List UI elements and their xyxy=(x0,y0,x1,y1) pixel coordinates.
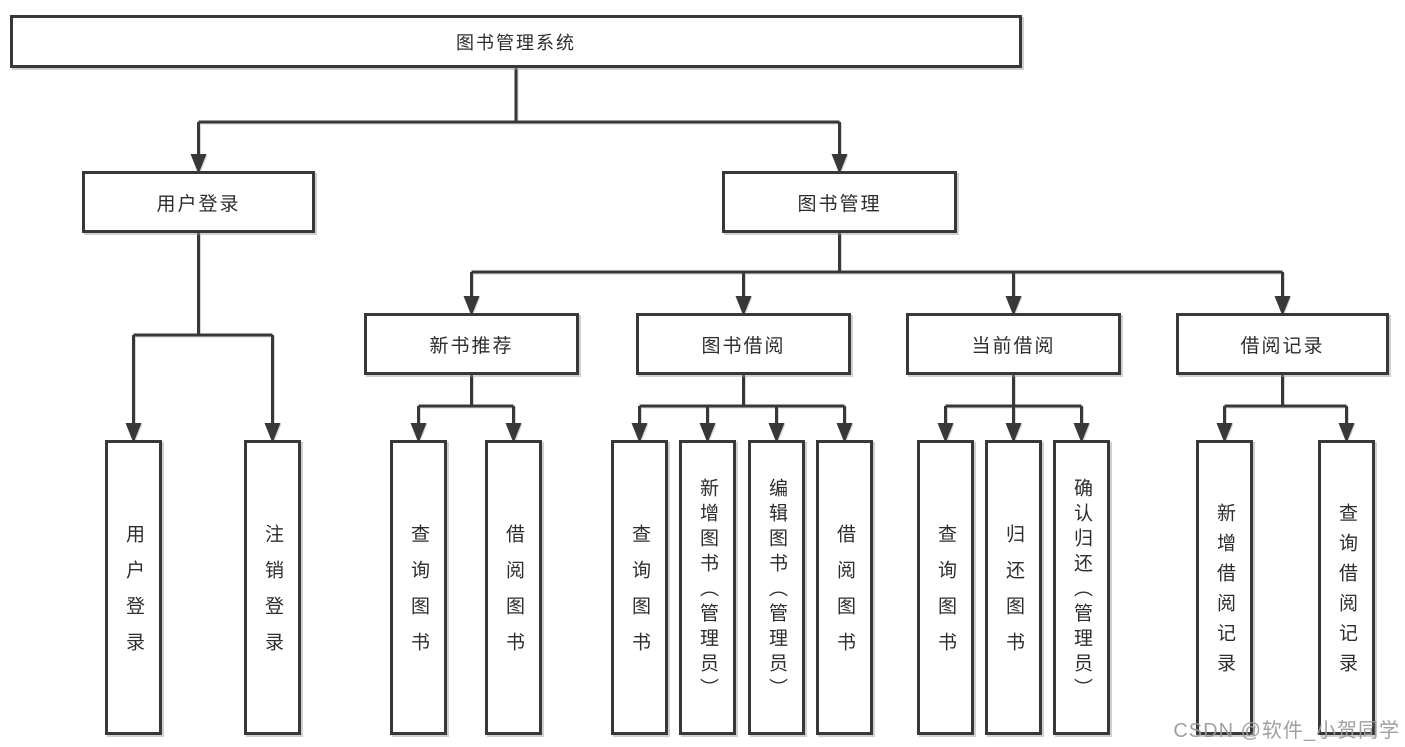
leaf-rec-add-label: 新增借阅记录 xyxy=(1214,503,1235,683)
leaf-cur-return: 归还图书 xyxy=(985,440,1042,735)
node-book-borrow: 图书借阅 xyxy=(636,313,851,375)
leaf-user-login-label: 用户登录 xyxy=(123,524,144,668)
node-current-borrow: 当前借阅 xyxy=(906,313,1121,375)
leaf-cur-confirm-label: 确认归还（管理员） xyxy=(1071,478,1092,703)
node-user-login-label: 用户登录 xyxy=(156,193,241,215)
node-book-mgmt-label: 图书管理 xyxy=(797,193,882,215)
leaf-rec-add: 新增借阅记录 xyxy=(1196,440,1253,735)
node-book-mgmt: 图书管理 xyxy=(722,171,957,233)
leaf-bb-query: 查询图书 xyxy=(611,440,668,735)
leaf-bb-add-label: 新增图书（管理员） xyxy=(697,478,718,703)
leaf-new-borrow-label: 借阅图书 xyxy=(503,524,524,668)
node-new-books: 新书推荐 xyxy=(364,313,579,375)
leaf-new-query: 查询图书 xyxy=(390,440,447,735)
leaf-rec-query-label: 查询借阅记录 xyxy=(1336,503,1357,683)
leaf-new-borrow: 借阅图书 xyxy=(485,440,542,735)
node-root-label: 图书管理系统 xyxy=(456,32,576,53)
node-new-books-label: 新书推荐 xyxy=(429,335,514,357)
leaf-bb-query-label: 查询图书 xyxy=(629,524,650,668)
leaf-cur-confirm: 确认归还（管理员） xyxy=(1053,440,1110,735)
leaf-logout-label: 注销登录 xyxy=(262,524,283,668)
node-borrow-records: 借阅记录 xyxy=(1176,313,1389,375)
leaf-logout: 注销登录 xyxy=(244,440,301,735)
leaf-cur-return-label: 归还图书 xyxy=(1003,524,1024,668)
leaf-bb-borrow: 借阅图书 xyxy=(816,440,873,735)
leaf-cur-query-label: 查询图书 xyxy=(935,524,956,668)
leaf-bb-edit-label: 编辑图书（管理员） xyxy=(766,478,787,703)
node-root: 图书管理系统 xyxy=(10,15,1022,68)
leaf-new-query-label: 查询图书 xyxy=(408,524,429,668)
leaf-user-login: 用户登录 xyxy=(105,440,162,735)
leaf-bb-edit: 编辑图书（管理员） xyxy=(748,440,805,735)
node-user-login: 用户登录 xyxy=(82,171,315,233)
leaf-bb-add: 新增图书（管理员） xyxy=(679,440,736,735)
leaf-bb-borrow-label: 借阅图书 xyxy=(834,524,855,668)
csdn-watermark: CSDN @软件_小贺同学 xyxy=(1173,720,1400,742)
node-borrow-records-label: 借阅记录 xyxy=(1240,335,1325,357)
leaf-cur-query: 查询图书 xyxy=(917,440,974,735)
node-book-borrow-label: 图书借阅 xyxy=(701,335,786,357)
leaf-rec-query: 查询借阅记录 xyxy=(1318,440,1375,735)
node-current-borrow-label: 当前借阅 xyxy=(971,335,1056,357)
